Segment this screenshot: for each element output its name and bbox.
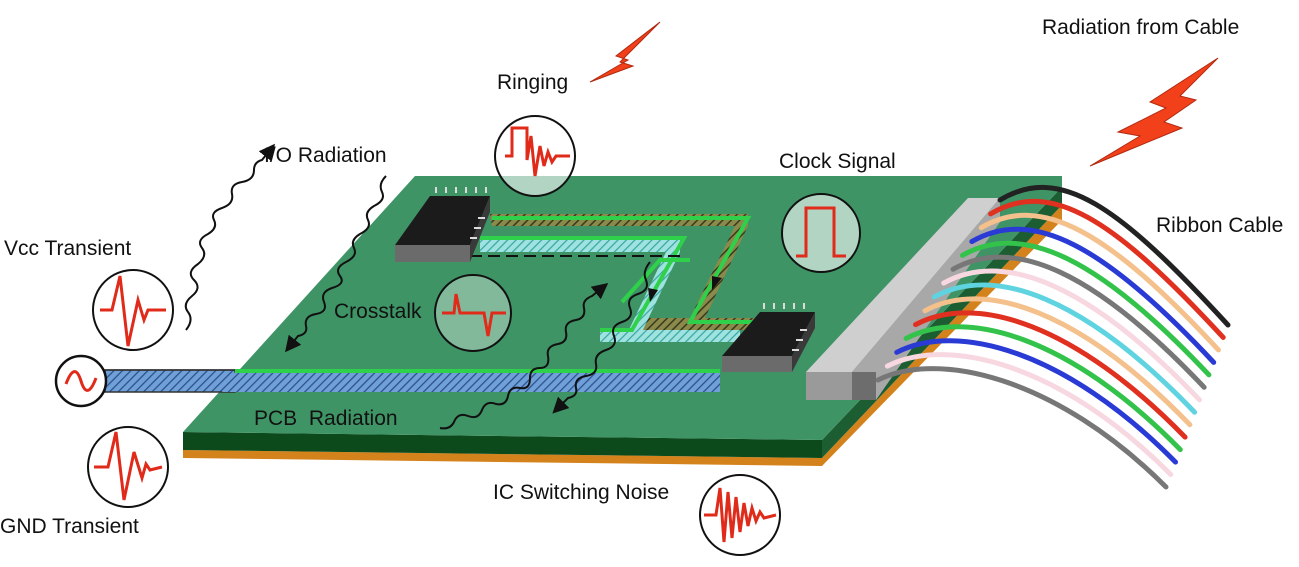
ribbon-wire xyxy=(913,310,1188,440)
ic-chip-icon xyxy=(722,303,815,372)
ic-chip-icon xyxy=(395,187,490,262)
label-radiation-from-cable: Radiation from Cable xyxy=(1042,16,1240,39)
label-gnd-transient: GND Transient xyxy=(0,515,139,538)
ribbon-wire xyxy=(969,226,1217,365)
label-vcc-transient: Vcc Transient xyxy=(4,237,132,260)
label-ic-switching-noise: IC Switching Noise xyxy=(493,481,670,504)
pcb-radiation-squiggles xyxy=(439,261,651,430)
label-io-radiation: I/O Radiation xyxy=(264,144,387,167)
power-trace xyxy=(104,369,720,393)
cable-connector xyxy=(806,198,1000,400)
sine-source-icon xyxy=(54,354,108,408)
label-clock-signal: Clock Signal xyxy=(779,150,896,173)
ribbon-wire xyxy=(875,366,1169,490)
ribbon-wire xyxy=(950,254,1207,390)
label-ribbon-cable: Ribbon Cable xyxy=(1156,214,1284,237)
ribbon-wire xyxy=(941,268,1202,403)
lightning-icon xyxy=(589,21,661,83)
vcc-waveform-icon xyxy=(92,269,174,351)
ribbon-wire xyxy=(988,198,1226,340)
gnd-waveform-icon xyxy=(87,426,169,508)
ic-noise-waveform-icon xyxy=(699,474,781,556)
io-radiation-squiggles xyxy=(184,143,387,353)
ribbon-wire xyxy=(997,184,1231,328)
crosstalk-waveform-icon xyxy=(434,274,512,352)
ribbon-wire xyxy=(978,212,1221,353)
ribbon-wire xyxy=(922,296,1193,428)
label-ringing: Ringing xyxy=(497,71,569,94)
ribbon-wire xyxy=(894,338,1179,465)
lightning-icon xyxy=(1089,57,1219,167)
ribbon-wire xyxy=(931,282,1198,415)
label-pcb-radiation: PCB Radiation xyxy=(254,407,398,430)
clock-waveform-icon xyxy=(781,193,861,273)
label-crosstalk: Crosstalk xyxy=(334,300,422,323)
ribbon-wire xyxy=(903,324,1183,453)
ringing-waveform-icon xyxy=(494,115,576,197)
ribbon-cable xyxy=(875,184,1231,490)
ribbon-wire xyxy=(884,352,1174,478)
board-front-edge xyxy=(183,432,822,458)
ribbon-wire xyxy=(959,240,1212,378)
